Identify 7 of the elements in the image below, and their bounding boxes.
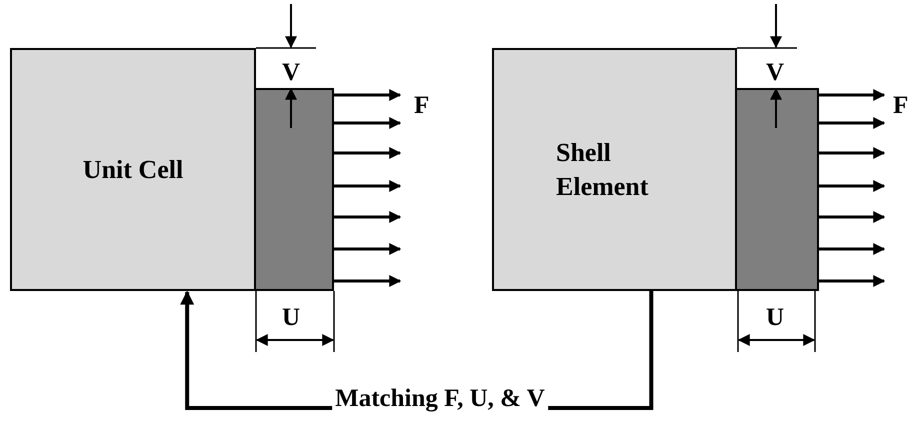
dark-block	[735, 88, 819, 291]
force-label: F	[893, 93, 908, 118]
shell-element-box: Shell Element	[492, 48, 737, 291]
edge-label: Matching F, U, & V	[332, 386, 548, 411]
dark-block	[254, 88, 334, 291]
force-label: F	[414, 93, 430, 118]
unit-cell-box: Unit Cell	[10, 48, 256, 291]
